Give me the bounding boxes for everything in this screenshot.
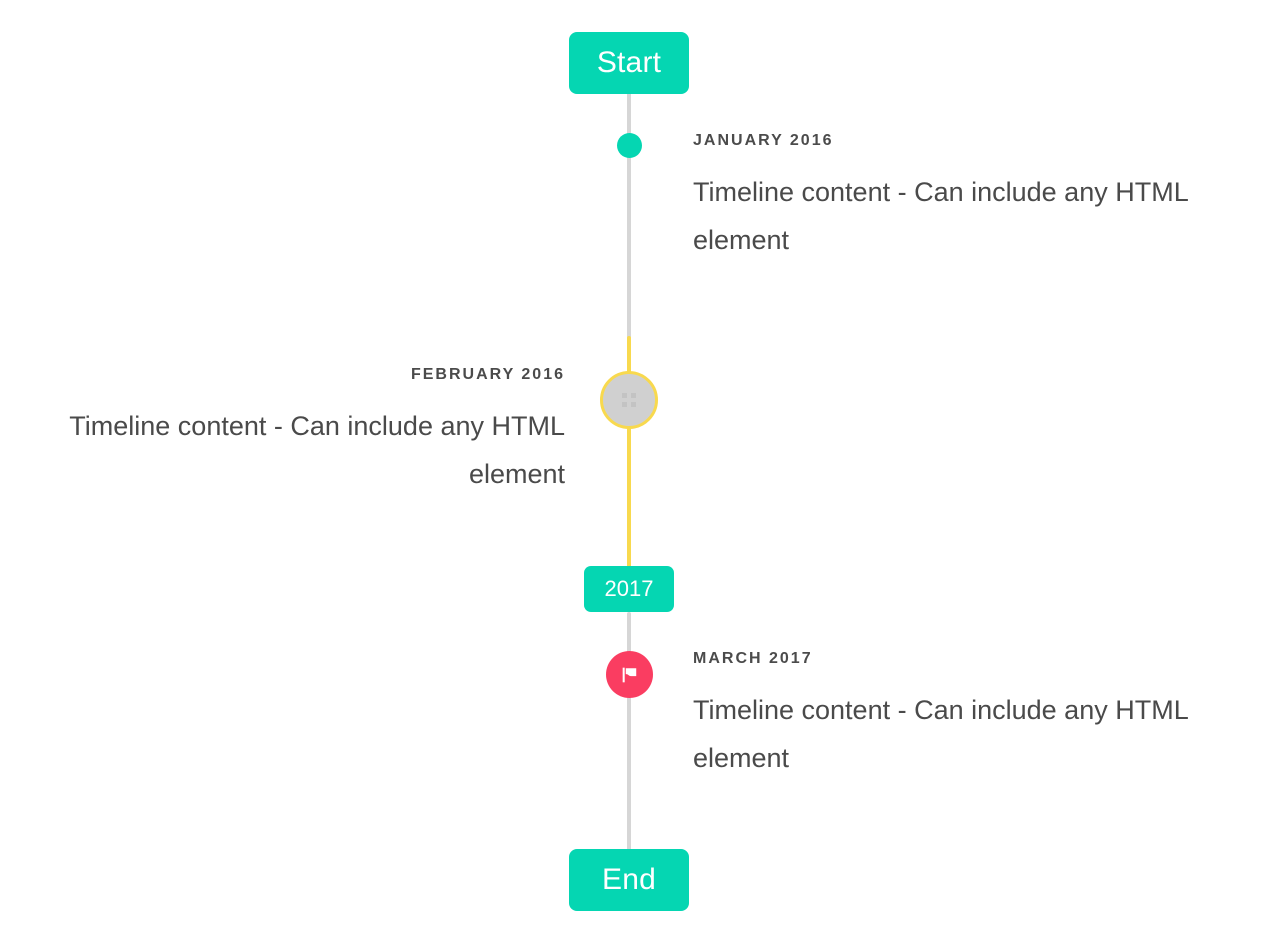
ring-marker[interactable] xyxy=(600,371,658,429)
timeline-line-segment-highlighted xyxy=(627,336,631,568)
flag-glyph-icon xyxy=(622,667,636,682)
timeline-start-badge[interactable]: Start xyxy=(569,32,689,94)
timeline-line-segment-upper xyxy=(627,88,631,340)
timeline-line-segment-lower xyxy=(627,612,631,852)
placeholder-glyph-icon xyxy=(622,393,636,407)
timeline-entry-body: Timeline content - Can include any HTML … xyxy=(693,177,1188,255)
timeline-entry-date: JANUARY 2016 xyxy=(693,132,834,149)
timeline-entry-date: MARCH 2017 xyxy=(693,650,813,667)
timeline-end-badge[interactable]: End xyxy=(569,849,689,911)
timeline-entry-body: Timeline content - Can include any HTML … xyxy=(69,411,565,489)
timeline-entry-body: Timeline content - Can include any HTML … xyxy=(693,695,1188,773)
dot-marker[interactable] xyxy=(617,133,642,158)
timeline-entry-february-2016: FEBRUARY 2016 Timeline content - Can inc… xyxy=(40,366,565,498)
timeline-entry-march-2017: MARCH 2017 Timeline content - Can includ… xyxy=(693,650,1223,782)
timeline-year-badge-2017[interactable]: 2017 xyxy=(584,566,674,612)
timeline-entry-january-2016: JANUARY 2016 Timeline content - Can incl… xyxy=(693,132,1223,264)
flag-icon[interactable] xyxy=(606,651,653,698)
timeline-entry-date: FEBRUARY 2016 xyxy=(410,366,565,383)
